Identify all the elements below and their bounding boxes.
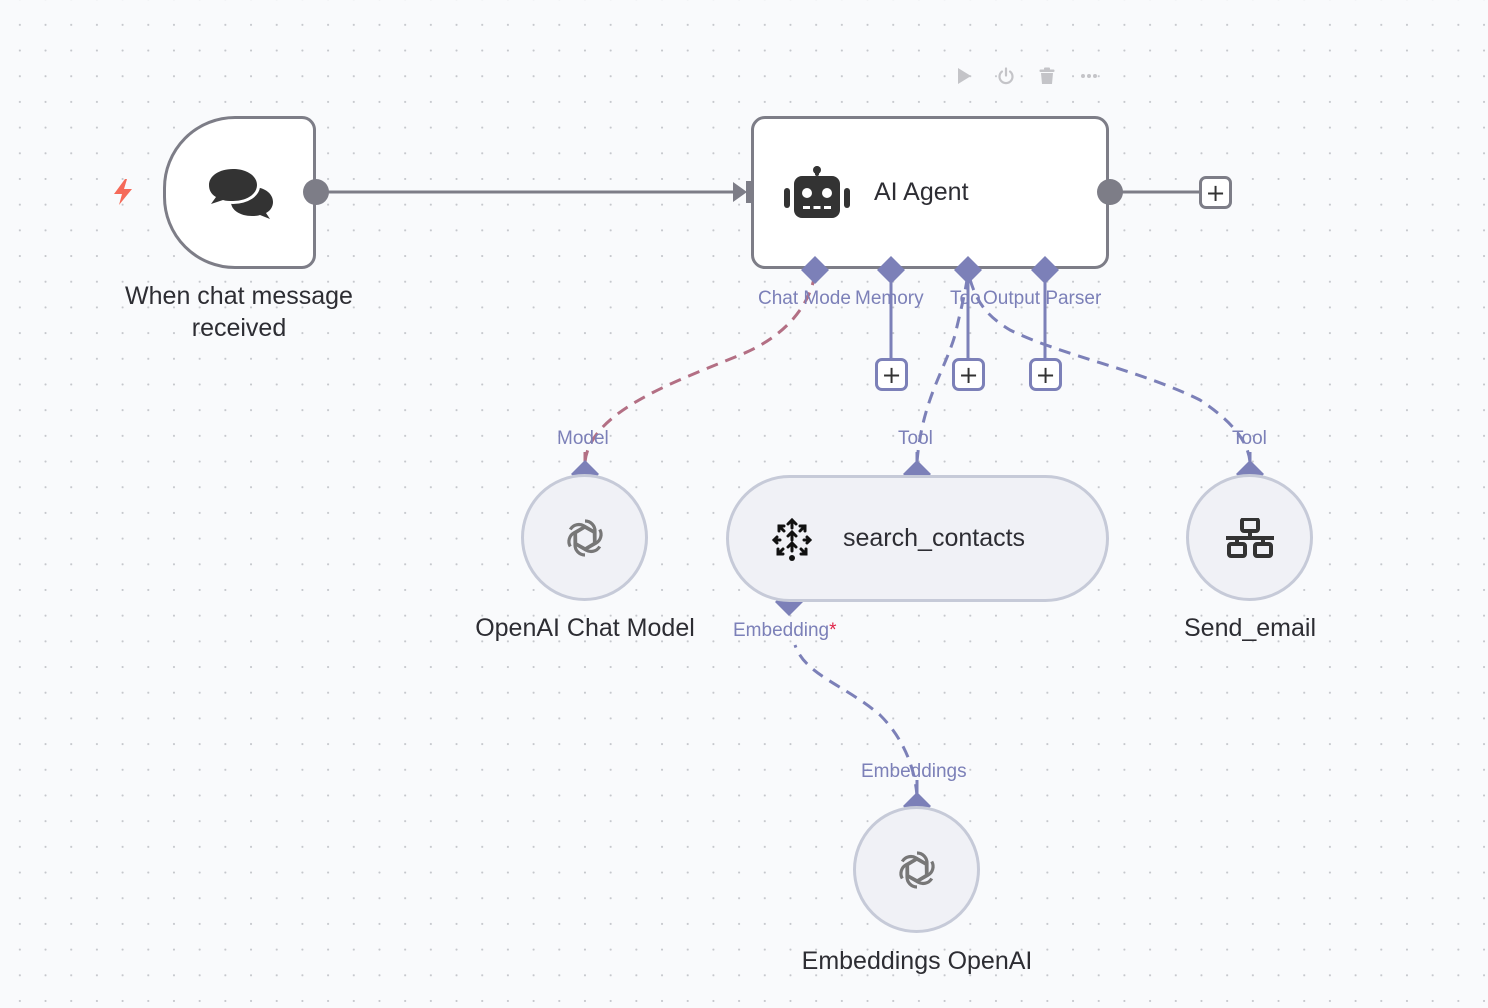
sitemap-icon xyxy=(1225,517,1274,558)
openai-chat-model-title: OpenAI Chat Model xyxy=(475,614,695,642)
add-tool-button[interactable]: + xyxy=(952,358,985,391)
port-label-search-contacts-tool: Tool xyxy=(898,428,933,449)
send-email-title: Send_email xyxy=(1183,614,1317,642)
play-icon xyxy=(958,68,971,84)
embeddings-openai-node[interactable] xyxy=(853,806,980,933)
agent-port-tool[interactable] xyxy=(954,256,982,284)
port-label-chat-model: Chat Mode xyxy=(758,288,851,309)
more-options-button[interactable] xyxy=(1076,63,1102,89)
agent-output-handle[interactable] xyxy=(1097,179,1123,205)
openai-icon xyxy=(898,850,935,889)
execute-node-button[interactable] xyxy=(951,63,977,89)
add-output-parser-button[interactable]: + xyxy=(1029,358,1062,391)
required-marker: * xyxy=(829,620,837,641)
port-label-output-parser: Output Parser xyxy=(983,288,1102,309)
port-label-embeddings: Embeddings xyxy=(861,761,967,782)
embeddings-openai-title: Embeddings OpenAI xyxy=(801,947,1033,975)
port-label-send-email-tool: Tool xyxy=(1232,428,1267,449)
connection-model-to-agent[interactable] xyxy=(583,271,817,463)
port-label-model: Model xyxy=(557,428,609,449)
ai-agent-label: AI Agent xyxy=(874,178,969,206)
openai-chat-model-node[interactable] xyxy=(521,474,648,601)
embedding-port-text: Embedding xyxy=(733,620,830,641)
connection-embeddings-to-search-contacts[interactable] xyxy=(793,644,919,797)
agent-port-output-parser[interactable] xyxy=(1031,256,1059,284)
trash-icon xyxy=(1039,67,1055,84)
vector-store-icon xyxy=(765,516,819,562)
connection-send-email-to-agent[interactable] xyxy=(966,271,1252,463)
trigger-node-title: When chat message received xyxy=(100,280,378,344)
openai-icon xyxy=(566,518,603,557)
agent-port-chat-model[interactable] xyxy=(801,256,829,284)
ellipsis-icon xyxy=(1081,74,1097,78)
connection-arrowhead xyxy=(733,182,747,202)
search-contacts-node[interactable]: search_contacts xyxy=(726,475,1109,602)
power-icon xyxy=(998,67,1014,85)
trigger-title-line-1: When chat message xyxy=(125,282,353,310)
port-label-embedding: Embedding* xyxy=(733,620,837,642)
port-label-tool: Too xyxy=(950,288,981,309)
trigger-output-handle[interactable] xyxy=(303,179,329,205)
ai-agent-node[interactable]: AI Agent xyxy=(751,116,1109,269)
deactivate-node-button[interactable] xyxy=(993,63,1019,89)
robot-icon xyxy=(782,165,852,220)
add-next-node-button[interactable]: + xyxy=(1199,176,1232,209)
lightning-icon xyxy=(114,179,132,205)
search-contacts-label: search_contacts xyxy=(843,524,1026,552)
send-email-node[interactable] xyxy=(1186,474,1313,601)
delete-node-button[interactable] xyxy=(1034,63,1060,89)
agent-port-memory[interactable] xyxy=(877,256,905,284)
add-memory-button[interactable]: + xyxy=(875,358,908,391)
trigger-title-line-2: received xyxy=(191,314,287,342)
chat-bubbles-icon xyxy=(206,167,273,219)
port-label-memory: Memory xyxy=(855,288,924,309)
connection-search-contacts-to-agent[interactable] xyxy=(915,271,970,463)
